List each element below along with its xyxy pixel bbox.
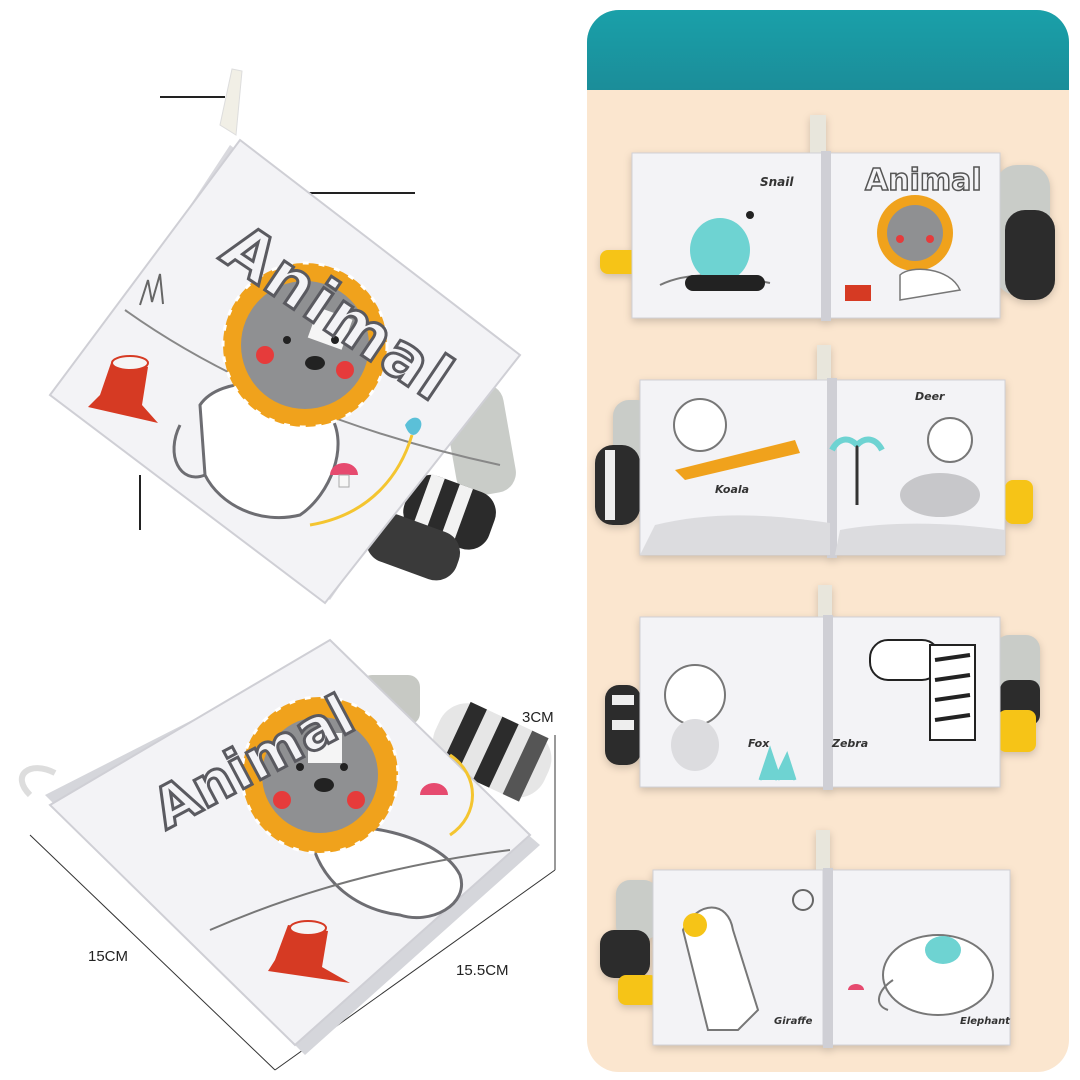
dim-width-label: 15CM [88,948,129,965]
spread-3-left-label: Fox [748,737,770,750]
spread-4-right-label: Elephant [960,1016,1010,1027]
spread-1-left-label: Snail [760,175,794,189]
dim-thickness-label: 3CM [522,709,554,726]
book-photo-bottom: Animal [10,635,580,1075]
book-photo-top: Animal [30,55,550,615]
spread-2: Koala Deer [595,345,1065,560]
spread-2-right-label: Deer [915,390,945,403]
spread-2-left-label: Koala [715,483,750,496]
spread-3: Fox Zebra [600,585,1065,790]
spread-1-right-label: Animal [864,162,982,199]
spread-1: Snail Animal [600,115,1060,325]
spread-3-right-label: Zebra [832,737,869,750]
lion-mane [221,261,389,429]
panel-header [587,10,1069,90]
stump-icon [88,355,158,423]
spread-4-left-label: Giraffe [774,1016,813,1027]
spread-4: Giraffe Elephant [598,830,1038,1050]
dim-height-label: 15.5CM [456,962,509,979]
